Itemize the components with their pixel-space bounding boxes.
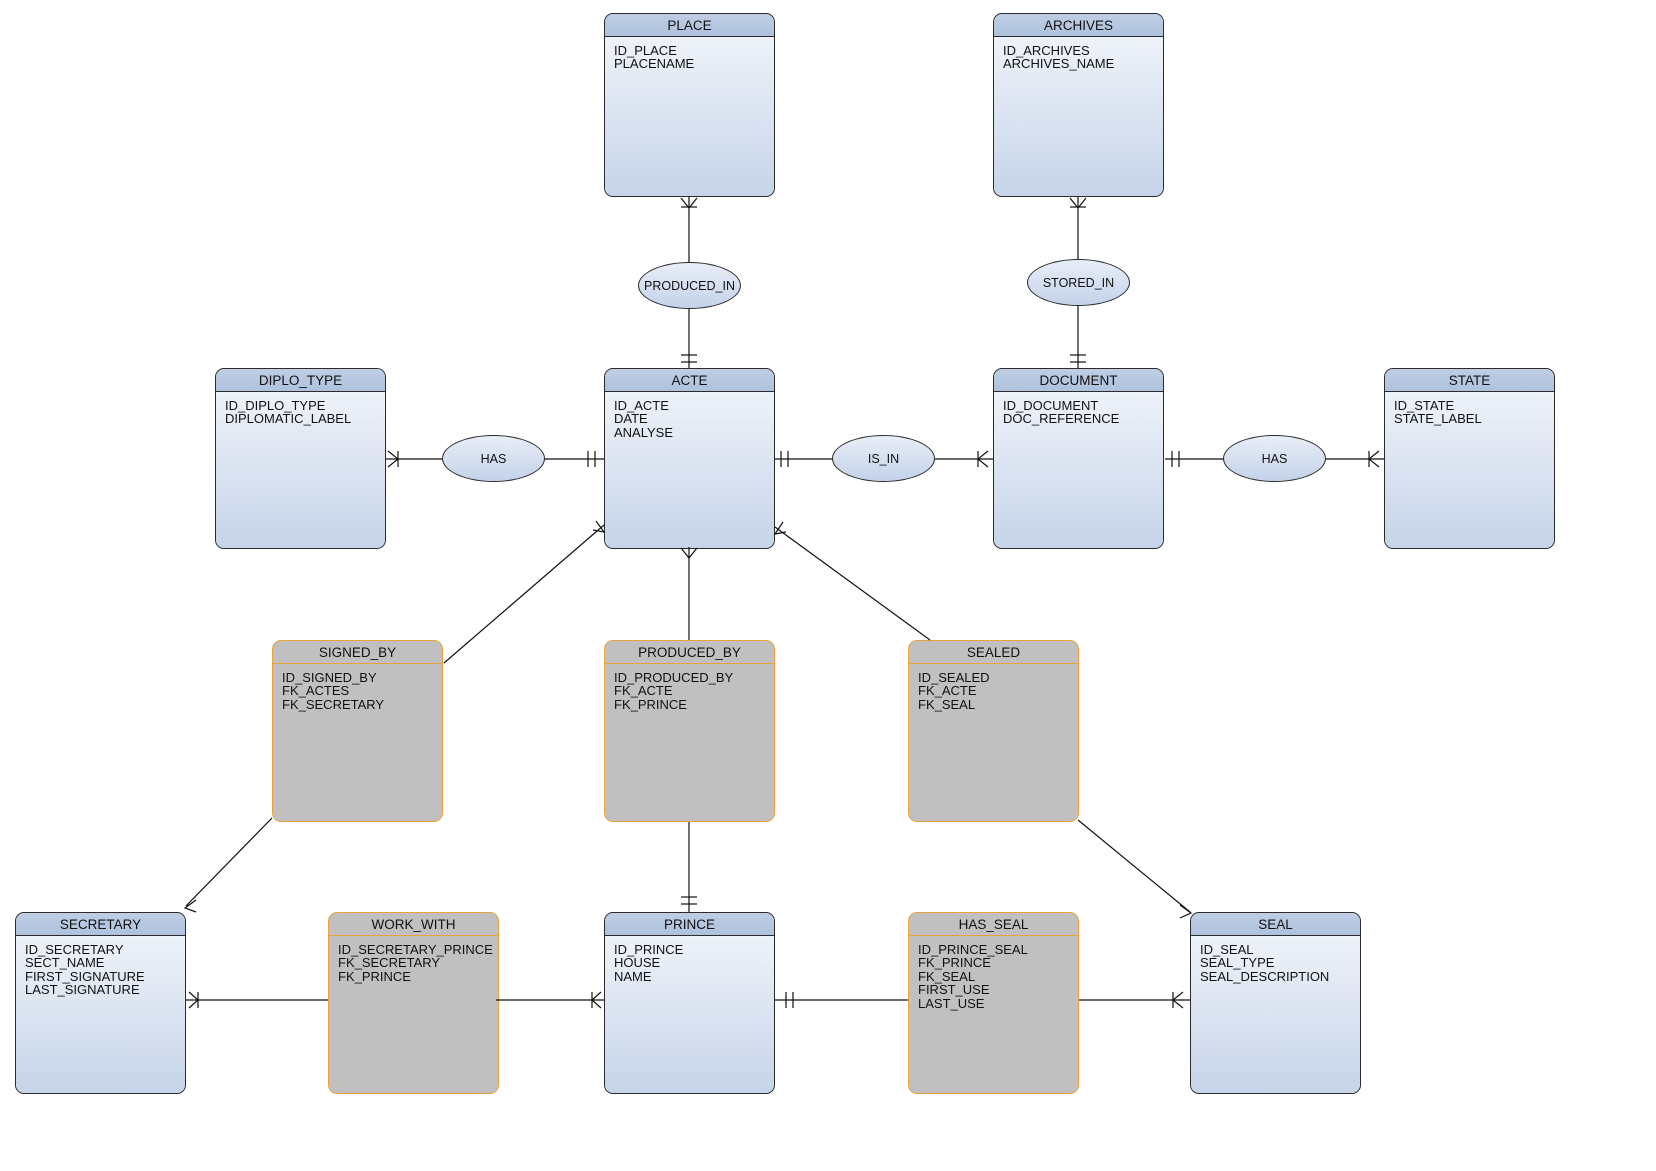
attribute: SEAL_TYPE [1200, 955, 1275, 971]
attribute: ANALYSE [614, 424, 674, 440]
entity-archives-attributes: ID_ARCHIVES ARCHIVES_NAME [994, 37, 1163, 196]
entity-work-with[interactable]: WORK_WITH ID_SECRETARY_PRINCE FK_SECRETA… [328, 912, 499, 1094]
relationship-is-in[interactable]: IS_IN [832, 435, 935, 482]
entity-prince[interactable]: PRINCE ID_PRINCE HOUSE NAME [604, 912, 775, 1094]
entity-secretary-attributes: ID_SECRETARY SECT_NAME FIRST_SIGNATURE L… [16, 936, 185, 1093]
entity-acte[interactable]: ACTE ID_ACTE DATE ANALYSE [604, 368, 775, 549]
attribute: ID_PLACE [614, 43, 677, 58]
entity-work-with-attributes: ID_SECRETARY_PRINCE FK_SECRETARY FK_PRIN… [329, 936, 498, 1093]
entity-secretary-title: SECRETARY [16, 913, 185, 936]
attribute: FK_PRINCE [338, 968, 411, 984]
attribute: DIPLOMATIC_LABEL [225, 411, 352, 427]
attribute: FK_PRINCE [918, 955, 991, 971]
entity-has-seal-attributes: ID_PRINCE_SEAL FK_PRINCE FK_SEAL FIRST_U… [909, 936, 1078, 1093]
attribute: PLACENAME [614, 56, 695, 72]
attribute: ID_DOCUMENT [1003, 398, 1099, 413]
attribute: ID_SECRETARY [25, 942, 124, 957]
attribute: HOUSE [614, 955, 661, 971]
attribute: ID_SECRETARY_PRINCE [338, 942, 493, 957]
entity-signed-by-attributes: ID_SIGNED_BY FK_ACTES FK_SECRETARY [273, 664, 442, 821]
attribute: ID_PRODUCED_BY [614, 670, 734, 685]
entity-has-seal-title: HAS_SEAL [909, 913, 1078, 936]
entity-signed-by[interactable]: SIGNED_BY ID_SIGNED_BY FK_ACTES FK_SECRE… [272, 640, 443, 822]
entity-diplo-type-attributes: ID_DIPLO_TYPE DIPLOMATIC_LABEL [216, 392, 385, 548]
entity-produced-by-attributes: ID_PRODUCED_BY FK_ACTE FK_PRINCE [605, 664, 774, 821]
entity-prince-title: PRINCE [605, 913, 774, 936]
attribute: FIRST_USE [918, 982, 990, 998]
entity-place-title: PLACE [605, 14, 774, 37]
attribute: ID_SIGNED_BY [282, 670, 377, 685]
relationship-stored-in[interactable]: STORED_IN [1027, 259, 1130, 306]
entity-acte-attributes: ID_ACTE DATE ANALYSE [605, 392, 774, 548]
attribute: SECT_NAME [25, 955, 105, 971]
attribute: ARCHIVES_NAME [1003, 56, 1115, 72]
relationship-has-state-label: HAS [1261, 451, 1288, 466]
relationship-has-diplo-type-label: HAS [480, 451, 507, 466]
attribute: STATE_LABEL [1394, 411, 1482, 427]
relationship-has-diplo-type[interactable]: HAS [442, 435, 545, 482]
attribute: ID_ACTE [614, 398, 669, 413]
attribute: SEAL_DESCRIPTION [1200, 968, 1330, 984]
relationship-produced-in[interactable]: PRODUCED_IN [638, 262, 741, 309]
attribute: ID_PRINCE [614, 942, 684, 957]
entity-produced-by[interactable]: PRODUCED_BY ID_PRODUCED_BY FK_ACTE FK_PR… [604, 640, 775, 822]
entity-archives[interactable]: ARCHIVES ID_ARCHIVES ARCHIVES_NAME [993, 13, 1164, 197]
entity-seal-title: SEAL [1191, 913, 1360, 936]
attribute: ID_SEALED [918, 670, 990, 685]
entity-seal[interactable]: SEAL ID_SEAL SEAL_TYPE SEAL_DESCRIPTION [1190, 912, 1361, 1094]
attribute: FK_PRINCE [614, 696, 687, 712]
entity-state[interactable]: STATE ID_STATE STATE_LABEL [1384, 368, 1555, 549]
attribute: DATE [614, 411, 648, 427]
entity-state-attributes: ID_STATE STATE_LABEL [1385, 392, 1554, 548]
relationship-produced-in-label: PRODUCED_IN [644, 278, 735, 293]
attribute: ID_STATE [1394, 398, 1455, 413]
relationship-has-state[interactable]: HAS [1223, 435, 1326, 482]
entity-document[interactable]: DOCUMENT ID_DOCUMENT DOC_REFERENCE [993, 368, 1164, 549]
attribute: ID_PRINCE_SEAL [918, 942, 1028, 957]
entity-archives-title: ARCHIVES [994, 14, 1163, 37]
attribute: FK_ACTE [614, 683, 673, 699]
relationship-stored-in-label: STORED_IN [1042, 275, 1115, 290]
attribute: ID_SEAL [1200, 942, 1254, 957]
entity-sealed[interactable]: SEALED ID_SEALED FK_ACTE FK_SEAL [908, 640, 1079, 822]
attribute: LAST_SIGNATURE [25, 982, 140, 998]
entity-secretary[interactable]: SECRETARY ID_SECRETARY SECT_NAME FIRST_S… [15, 912, 186, 1094]
attribute: FK_SEAL [918, 968, 976, 984]
entity-has-seal[interactable]: HAS_SEAL ID_PRINCE_SEAL FK_PRINCE FK_SEA… [908, 912, 1079, 1094]
attribute: FK_SECRETARY [282, 696, 385, 712]
entity-work-with-title: WORK_WITH [329, 913, 498, 936]
entity-signed-by-title: SIGNED_BY [273, 641, 442, 664]
entity-document-attributes: ID_DOCUMENT DOC_REFERENCE [994, 392, 1163, 548]
attribute: ID_DIPLO_TYPE [225, 398, 326, 413]
attribute: FK_ACTE [918, 683, 977, 699]
relationship-is-in-label: IS_IN [867, 451, 900, 466]
entity-prince-attributes: ID_PRINCE HOUSE NAME [605, 936, 774, 1093]
attribute: FIRST_SIGNATURE [25, 968, 145, 984]
attribute: FK_SECRETARY [338, 955, 441, 971]
entity-produced-by-title: PRODUCED_BY [605, 641, 774, 664]
entity-diplo-type-title: DIPLO_TYPE [216, 369, 385, 392]
entity-sealed-attributes: ID_SEALED FK_ACTE FK_SEAL [909, 664, 1078, 821]
entity-document-title: DOCUMENT [994, 369, 1163, 392]
attribute: DOC_REFERENCE [1003, 411, 1120, 427]
entity-place[interactable]: PLACE ID_PLACE PLACENAME [604, 13, 775, 197]
attribute: FK_ACTES [282, 683, 350, 699]
entity-state-title: STATE [1385, 369, 1554, 392]
attribute: LAST_USE [918, 995, 985, 1011]
entity-place-attributes: ID_PLACE PLACENAME [605, 37, 774, 196]
entity-seal-attributes: ID_SEAL SEAL_TYPE SEAL_DESCRIPTION [1191, 936, 1360, 1093]
attribute: NAME [614, 968, 652, 984]
attribute: FK_SEAL [918, 696, 976, 712]
entity-acte-title: ACTE [605, 369, 774, 392]
entity-diplo-type[interactable]: DIPLO_TYPE ID_DIPLO_TYPE DIPLOMATIC_LABE… [215, 368, 386, 549]
entity-sealed-title: SEALED [909, 641, 1078, 664]
attribute: ID_ARCHIVES [1003, 43, 1090, 58]
